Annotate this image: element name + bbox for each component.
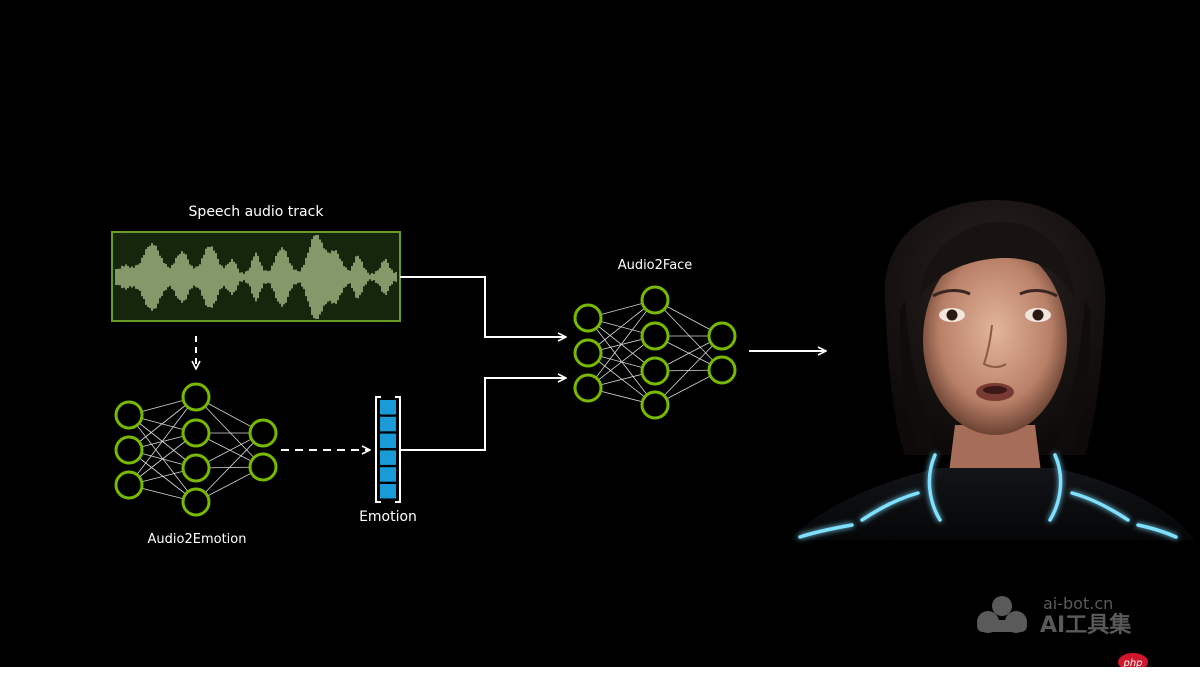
face-net-node [640,390,670,420]
face-net-edge [654,299,723,371]
emotion-net-node [248,452,278,482]
face-net-node [707,355,737,385]
arrow-emotion-to-audio2face [400,378,566,451]
emotion-cell [380,467,396,482]
emotion-net-edge [195,432,264,503]
emotion-cell [380,450,396,465]
face-net-node [707,321,737,351]
glow-line-1 [927,453,942,522]
watermark-brand: AI工具集 [1040,612,1132,638]
emotion-cell [380,484,396,499]
watermark: ai-bot.cn AI工具集 php [977,594,1148,671]
avatar-brow-right [1019,289,1058,298]
emotion-net-node [248,418,278,448]
emotion-label: Emotion [359,509,417,525]
face-net-edge [654,335,723,406]
glow-line-6 [1136,523,1178,539]
face-net-node [640,356,670,386]
glow-line-5 [798,523,854,539]
emotion-bracket-right [395,396,401,503]
emotion-vector [375,396,401,503]
emotion-net-node [181,453,211,483]
digital-avatar-face [790,200,1195,540]
face-net-node [640,321,670,351]
emotion-net-node [114,435,144,465]
emotion-cell [380,416,396,432]
speech-audio-track-label: Speech audio track [189,204,325,220]
emotion-net-node [181,382,211,412]
emotion-cell [380,400,396,415]
arrow-audio-to-audio2face [400,276,566,337]
avatar-face [923,245,1067,435]
audio2face-network [573,285,737,420]
face-net-node [573,303,603,333]
emotion-net-node [181,418,211,448]
audio-waveform [115,235,397,319]
face-net-node [640,285,670,315]
avatar-hair-right [1055,300,1091,450]
avatar-fringe [918,222,1075,302]
emotion-net-node [114,470,144,500]
emotion-net-node [181,487,211,517]
emotion-net-node [114,400,144,430]
glow-line-2 [1048,453,1063,522]
emotion-net-edge [195,396,264,468]
avatar-iris-right [1032,309,1044,321]
emotion-bracket-left [375,396,381,503]
avatar-neck [948,425,1042,480]
audio2face-label: Audio2Face [618,258,693,273]
bottom-bar [0,667,1200,675]
php-badge [1118,653,1148,671]
emotion-net-edge [128,396,197,486]
avatar-iris-left [946,309,958,321]
emotion-cells [380,400,396,499]
audio2emotion-network [114,382,278,517]
glow-line-4 [1070,491,1130,522]
face-net-edge [587,299,656,389]
avatar-brow-left [932,289,971,298]
audio2emotion-label: Audio2Emotion [148,532,247,547]
cloud-logo-icon [977,596,1027,633]
glow-line-3 [860,491,920,522]
connectors [196,276,826,451]
avatar-suit [790,468,1195,540]
avatar-glow-lines [798,453,1178,539]
face-net-node [573,338,603,368]
php-badge-text: php [1122,658,1142,667]
avatar-hair-left [899,300,935,450]
face-net-node [573,373,603,403]
emotion-cell [380,433,396,449]
watermark-domain: ai-bot.cn [1043,594,1113,613]
avatar-mouth-inner [983,386,1007,394]
avatar-nose [982,324,1007,368]
